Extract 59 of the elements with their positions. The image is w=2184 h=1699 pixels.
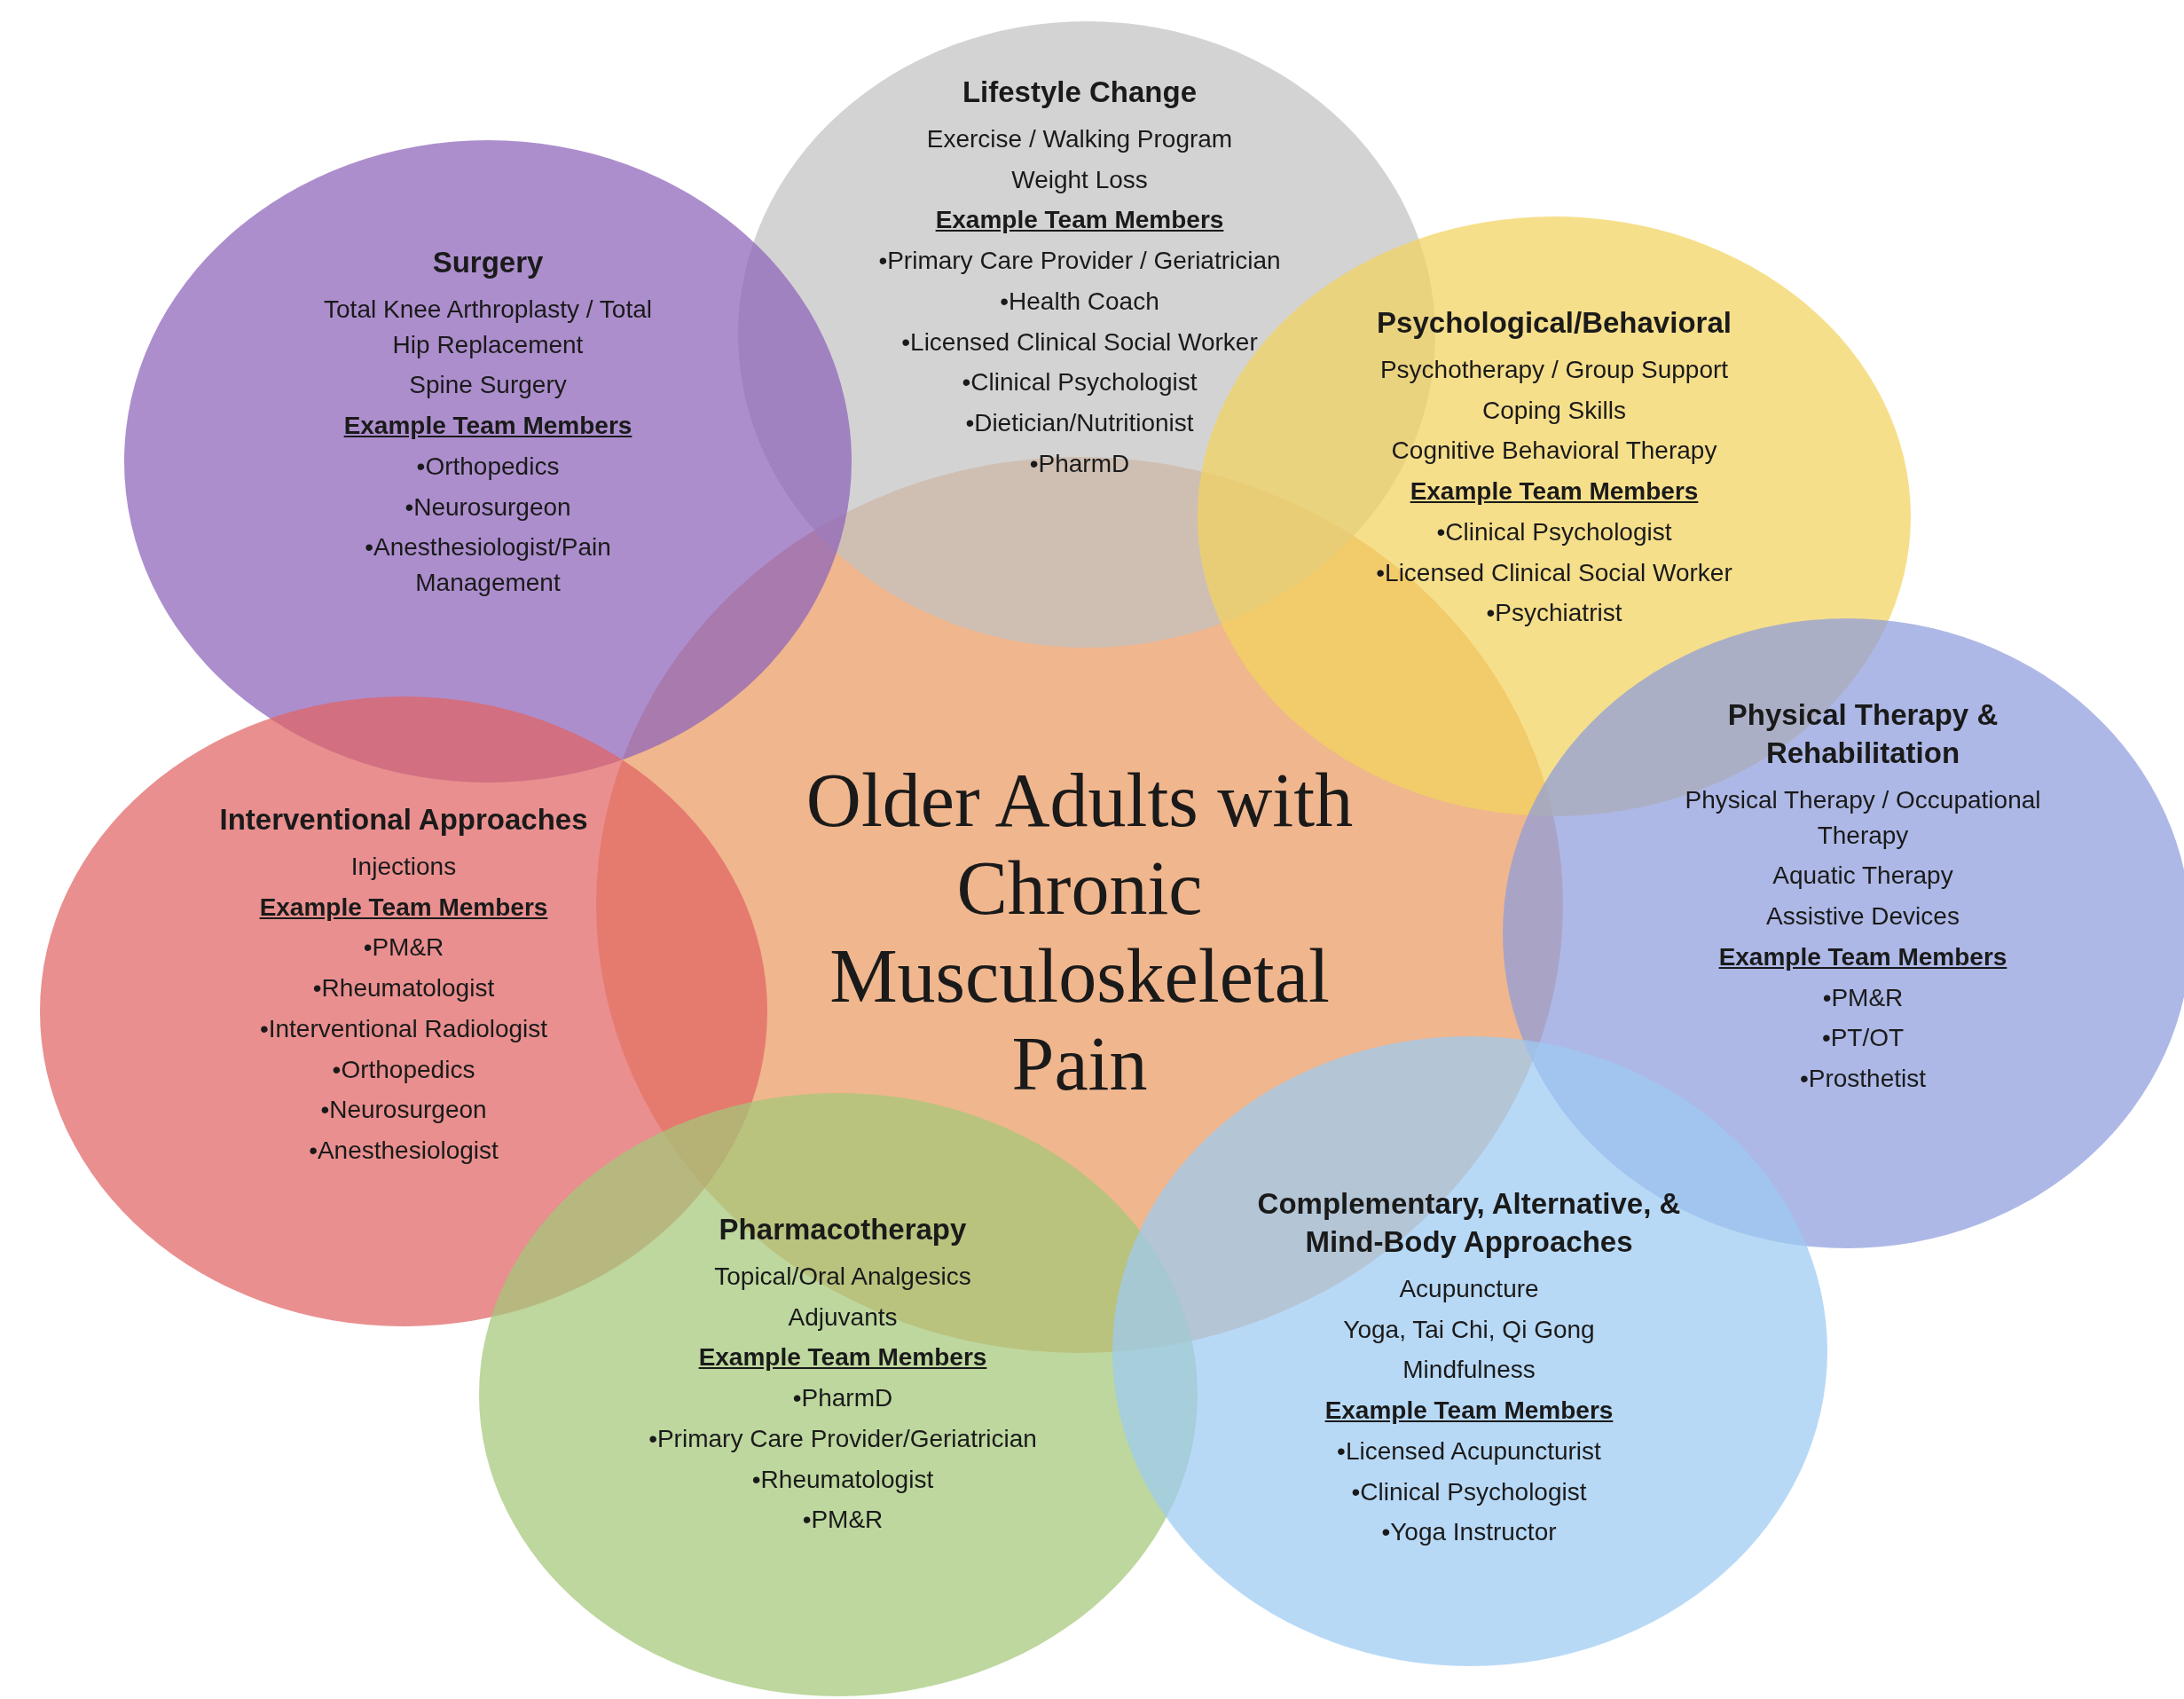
category-heading: Interventional Approaches xyxy=(219,802,588,838)
list-item: •Orthopedics xyxy=(416,451,560,482)
list-item: Mindfulness xyxy=(1402,1355,1536,1386)
list-item: Spine Surgery xyxy=(409,370,567,401)
list-item: •PharmD xyxy=(1029,448,1130,479)
category-heading: Psychological/Behavioral xyxy=(1377,305,1732,341)
subheading: Example Team Members xyxy=(698,1342,987,1373)
list-item: Cognitive Behavioral Therapy xyxy=(1391,436,1717,467)
list-item: Coping Skills xyxy=(1482,395,1626,426)
list-item: •Neurosurgeon xyxy=(405,492,571,523)
list-item: Assistive Devices xyxy=(1766,901,1960,932)
list-item: Psychotherapy / Group Support xyxy=(1379,354,1729,385)
subheading: Example Team Members xyxy=(1410,476,1699,507)
list-item: •Neurosurgeon xyxy=(320,1095,487,1126)
list-item: •Licensed Clinical Social Worker xyxy=(901,326,1258,358)
list-item: Adjuvants xyxy=(788,1302,898,1333)
list-item: •PM&R xyxy=(363,932,444,964)
list-item: •Health Coach xyxy=(1000,286,1159,317)
list-item: •Dietician/Nutritionist xyxy=(965,408,1194,439)
list-item: •Psychiatrist xyxy=(1486,598,1622,629)
category-heading: Physical Therapy & Rehabilitation xyxy=(1726,697,1999,771)
list-item: •Yoga Instructor xyxy=(1381,1517,1557,1548)
list-item: Exercise / Walking Program xyxy=(926,123,1233,154)
list-item: Weight Loss xyxy=(1011,164,1148,195)
list-item: •Clinical Psychologist xyxy=(1351,1476,1587,1507)
subheading: Example Team Members xyxy=(1718,941,2007,972)
list-item: •PM&R xyxy=(1822,982,1904,1013)
list-item: Topical/Oral Analgesics xyxy=(714,1261,971,1292)
list-item: •Clinical Psychologist xyxy=(1436,516,1672,547)
category-heading: Surgery xyxy=(432,245,544,280)
list-item: •PT/OT xyxy=(1821,1023,1905,1054)
list-item: Yoga, Tai Chi, Qi Gong xyxy=(1343,1314,1595,1345)
list-item: Aquatic Therapy xyxy=(1772,861,1953,892)
list-item: •Licensed Acupuncturist xyxy=(1337,1435,1601,1467)
list-item: Acupuncture xyxy=(1399,1273,1539,1304)
central-title: Older Adults with Chronic Musculoskeletal Pain xyxy=(805,757,1355,1108)
category-heading: Lifestyle Change xyxy=(962,75,1198,110)
subheading: Example Team Members xyxy=(1324,1396,1614,1427)
subheading: Example Team Members xyxy=(259,892,548,923)
list-item: •PM&R xyxy=(802,1505,884,1536)
subheading: Example Team Members xyxy=(343,411,632,442)
list-item: Physical Therapy / Occupational Therapy xyxy=(1684,784,2042,851)
list-item: •Clinical Psychologist xyxy=(962,367,1198,398)
list-item: •Rheumatologist xyxy=(751,1464,934,1495)
list-item: •Anesthesiologist/Pain Management xyxy=(364,532,612,599)
list-item: •Orthopedics xyxy=(332,1054,475,1085)
list-item: •PharmD xyxy=(792,1383,893,1414)
list-item: •Interventional Radiologist xyxy=(259,1013,548,1044)
subheading: Example Team Members xyxy=(935,205,1224,236)
category-heading: Pharmacotherapy xyxy=(719,1212,967,1247)
list-item: Total Knee Arthroplasty / Total Hip Replacement xyxy=(323,294,653,360)
list-item: •Prosthetist xyxy=(1799,1064,1927,1095)
list-item: •Licensed Clinical Social Worker xyxy=(1376,557,1732,588)
list-item: •Primary Care Provider/Geriatrician xyxy=(648,1423,1037,1454)
list-item: •Anesthesiologist xyxy=(309,1136,499,1167)
list-item: •Rheumatologist xyxy=(312,973,495,1004)
list-item: Injections xyxy=(350,851,457,882)
list-item: •Primary Care Provider / Geriatrician xyxy=(878,246,1281,277)
category-heading: Complementary, Alternative, & Mind-Body Approaches xyxy=(1256,1186,1682,1260)
